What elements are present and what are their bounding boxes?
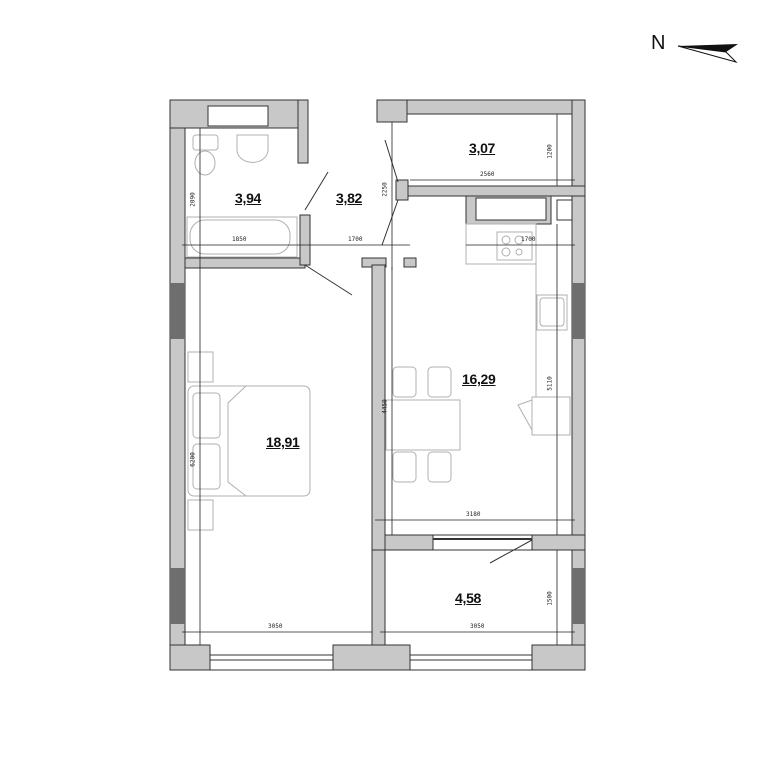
dim-bedroom-height: 6200 <box>189 452 197 467</box>
door-swings <box>304 139 533 564</box>
dim-balcony-width: 3050 <box>470 623 485 630</box>
dark-wall-segments <box>170 283 585 624</box>
room-area-hallway: 3,82 <box>336 190 363 206</box>
room-area-bedroom: 18,91 <box>266 434 300 450</box>
room-area-kitchen-living: 16,29 <box>462 371 496 387</box>
walls <box>169 99 586 671</box>
dimension-lines <box>182 114 575 645</box>
dim-kitchen-inner-height: 4450 <box>381 399 389 414</box>
room-area-storage: 3,07 <box>469 140 496 156</box>
windows <box>207 105 547 671</box>
dim-storage-height: 1200 <box>546 144 554 159</box>
compass-north-label: N <box>651 32 666 54</box>
dim-bathroom-width: 1850 <box>232 236 247 243</box>
dim-kitchen-height: 5110 <box>546 376 554 391</box>
dim-storage-width: 2560 <box>480 171 495 178</box>
dim-hallway-width: 1700 <box>348 236 363 243</box>
room-area-bathroom: 3,94 <box>235 190 262 206</box>
room-area-balcony: 4,58 <box>455 590 482 606</box>
dim-hallway-height: 2250 <box>381 182 389 197</box>
furniture <box>186 134 571 531</box>
north-arrow-icon <box>677 44 738 63</box>
dim-kitchen-width: 3180 <box>466 511 481 518</box>
dim-bathroom-height: 2090 <box>189 192 197 207</box>
dim-balcony-height: 1500 <box>546 591 554 606</box>
dim-kitchen-counter: 1700 <box>521 236 536 243</box>
dim-bedroom-width: 3050 <box>268 623 283 630</box>
